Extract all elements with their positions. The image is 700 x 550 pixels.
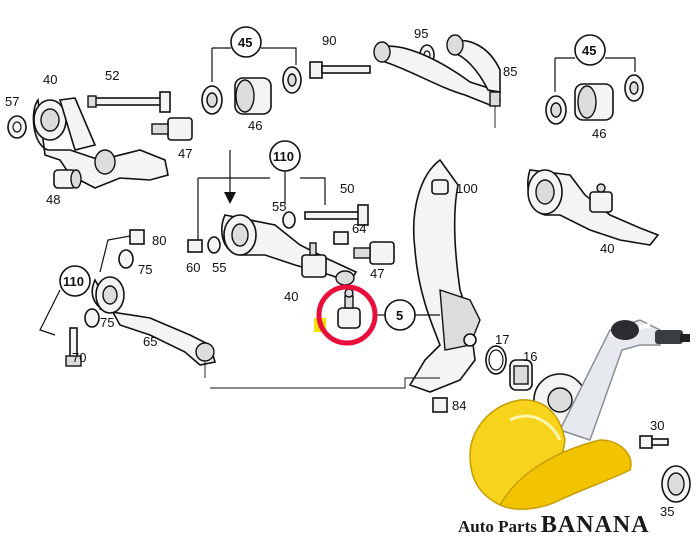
label-46-center: 46 [248, 118, 262, 133]
nut-60 [187, 239, 203, 253]
label-48: 48 [46, 192, 60, 207]
callout-45-group [201, 26, 302, 115]
label-30: 30 [650, 418, 664, 433]
label-95: 95 [414, 26, 428, 41]
label-40-center: 40 [284, 289, 298, 304]
callout-110-center [197, 140, 326, 240]
watermark-prefix: Auto Parts [458, 517, 537, 536]
steering-knuckle [408, 158, 481, 393]
label-75-lower: 75 [100, 315, 114, 330]
label-5: 5 [396, 308, 403, 323]
label-70: 70 [72, 350, 86, 365]
label-75-upper: 75 [138, 262, 152, 277]
callout-5 [210, 299, 440, 389]
seal-17 [485, 345, 507, 375]
label-46-right: 46 [592, 126, 606, 141]
label-110-left: 110 [63, 274, 84, 289]
ball-joint-47-center [353, 241, 395, 265]
label-35: 35 [660, 504, 674, 519]
label-47-center: 47 [370, 266, 384, 281]
washer-75-lower [84, 308, 100, 328]
ball-joint-center [301, 242, 327, 278]
label-55-upper: 55 [272, 199, 286, 214]
washer-75-upper [118, 249, 134, 269]
highlight-ring [316, 284, 378, 346]
tie-rod-arm-65 [91, 276, 217, 378]
washer-55-upper [282, 211, 296, 229]
bolt-84 [432, 397, 448, 413]
label-40-left: 40 [43, 72, 57, 87]
ball-joint-5 [337, 288, 361, 329]
label-80: 80 [152, 233, 166, 248]
bolt-52 [87, 91, 171, 113]
label-45-center: 45 [238, 35, 252, 50]
nut-64 [333, 231, 349, 245]
washer-100 [431, 179, 449, 195]
ball-joint-47-left [151, 117, 193, 141]
label-57: 57 [5, 94, 19, 109]
label-52: 52 [105, 68, 119, 83]
label-60: 60 [186, 260, 200, 275]
label-64: 64 [352, 221, 366, 236]
label-85: 85 [503, 64, 517, 79]
callout-45-group-right [545, 34, 644, 125]
bolt-50 [304, 204, 369, 226]
bearing-16 [509, 359, 533, 391]
washer-57 [7, 115, 27, 139]
product-control-arm [558, 319, 690, 441]
label-50: 50 [340, 181, 354, 196]
nut-80 [129, 229, 145, 245]
label-55-lower: 55 [212, 260, 226, 275]
cap-35 [661, 465, 691, 503]
label-16: 16 [523, 349, 537, 364]
bolt-70 [65, 327, 82, 367]
label-90: 90 [322, 33, 336, 48]
label-40-right: 40 [600, 241, 614, 256]
label-17: 17 [495, 332, 509, 347]
label-65: 65 [143, 334, 157, 349]
bushing-48 [53, 169, 82, 189]
control-arm-40-right [527, 169, 660, 246]
label-47-left: 47 [178, 146, 192, 161]
label-45-right: 45 [582, 43, 596, 58]
watermark-name: BANANA [540, 512, 650, 538]
washer-55-lower [207, 236, 221, 254]
banana-logo [469, 399, 632, 510]
label-110-center: 110 [273, 149, 294, 164]
bolt-30 [639, 435, 669, 449]
bolt-90 [309, 61, 371, 79]
watermark: Auto Parts BANANA [458, 512, 650, 539]
label-100: 100 [456, 181, 478, 196]
label-84: 84 [452, 398, 466, 413]
control-arm-40-left [32, 97, 169, 189]
upper-arm-85 [373, 34, 502, 128]
